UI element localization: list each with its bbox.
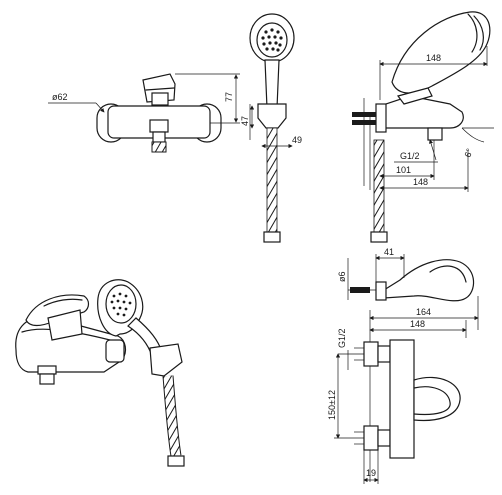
top-inlet-label: 19 xyxy=(366,468,376,478)
side-spout-label: 101 xyxy=(396,165,411,175)
side-top-length-label: 148 xyxy=(426,53,441,63)
side-bottom-length-label: 148 xyxy=(413,177,428,187)
perspective-view xyxy=(15,279,185,467)
top-overall-label: 164 xyxy=(416,307,431,317)
handshower-view: 47 49 xyxy=(240,13,302,243)
front-view: ø62 77 xyxy=(48,73,240,153)
top-length-label: 148 xyxy=(410,319,425,329)
side-angle-label: 6° xyxy=(462,147,474,159)
front-diameter-label: ø62 xyxy=(52,92,68,102)
top-thread-label: G1/2 xyxy=(337,328,347,348)
spray-nozzles xyxy=(261,28,283,52)
handshower-depth-label: 49 xyxy=(292,135,302,145)
top-hole-label: ø6 xyxy=(337,271,347,282)
handshower-offset-label: 47 xyxy=(240,116,250,126)
perspective-spray-nozzles xyxy=(110,292,132,317)
top-width-label: 41 xyxy=(384,247,394,257)
side-view: 148 6° G1/2 101 148 xyxy=(352,11,494,243)
side-thread-label: G1/2 xyxy=(400,151,420,161)
top-centres-label: 150±12 xyxy=(327,390,337,420)
top-view: ø6 41 164 148 G1/2 xyxy=(327,247,479,484)
front-height-label: 77 xyxy=(224,92,234,102)
